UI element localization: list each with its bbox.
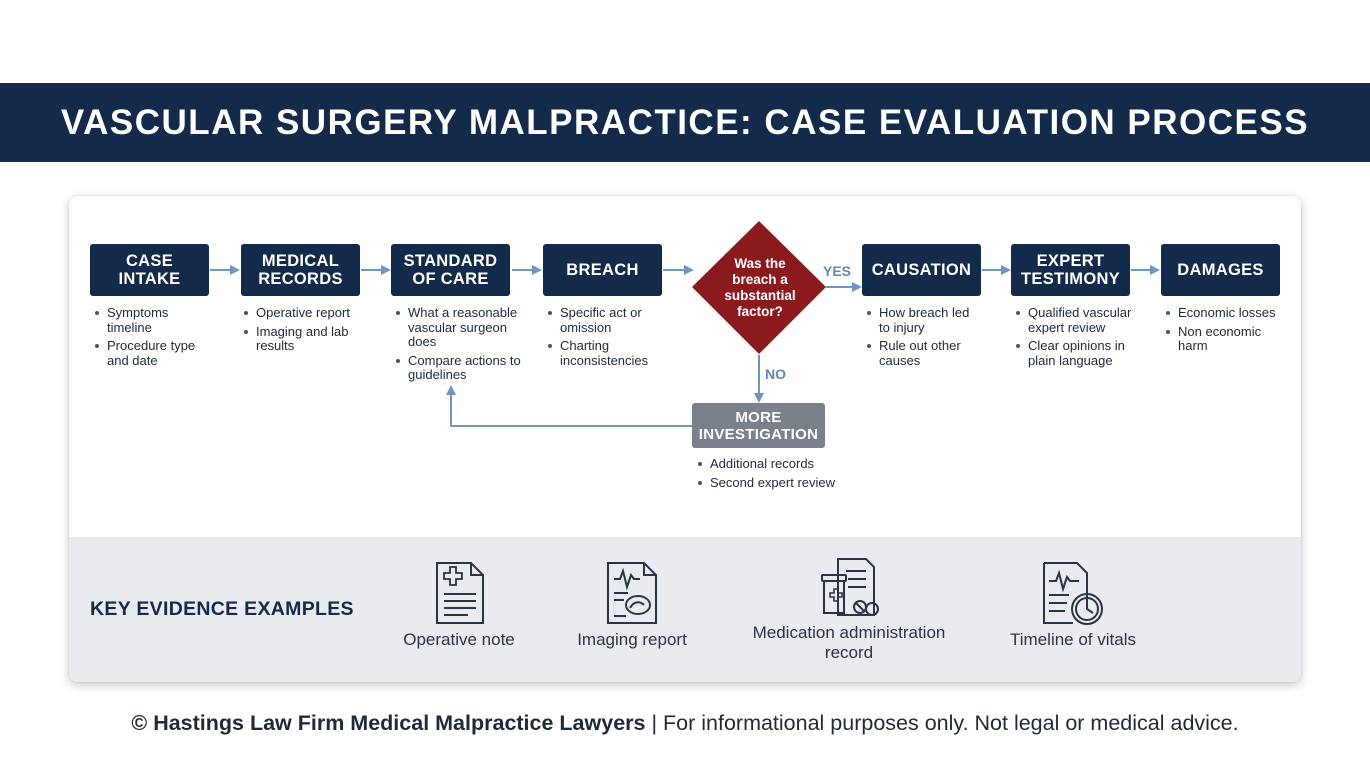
list-item: How breach led to injury <box>866 305 981 335</box>
medication-record-icon <box>821 558 879 616</box>
damages-bullets: Economic losses Non economic harm <box>1165 305 1290 358</box>
breach-bullets: Specific act or omission Charting incons… <box>547 305 662 372</box>
more-investigation-bullets: Additional records Second expert review <box>697 456 837 494</box>
list-item: Non economic harm <box>1165 324 1290 354</box>
medical-records-bullets: Operative report Imaging and lab results <box>243 305 368 358</box>
case-intake-bullets: Symptoms timeline Procedure type and dat… <box>94 305 209 372</box>
list-item: Operative report <box>243 305 368 321</box>
step-case-intake: CASE INTAKE <box>90 244 209 296</box>
list-item: Rule out other causes <box>866 338 981 368</box>
imaging-report-icon <box>607 562 657 624</box>
step-causation: CAUSATION <box>862 244 981 296</box>
list-item: Imaging and lab results <box>243 324 368 354</box>
list-item: What a reasonable vascular surgeon does <box>395 305 535 350</box>
document-medical-cross-icon <box>436 562 484 624</box>
step-breach: BREACH <box>543 244 662 296</box>
list-item: Economic losses <box>1165 305 1290 321</box>
list-item: Additional records <box>697 456 837 472</box>
decision-question: Was the breach a substantial factor? <box>724 256 796 319</box>
evidence-label-imaging-report: Imaging report <box>577 630 687 649</box>
step-expert-testimony: EXPERT TESTIMONY <box>1011 244 1130 296</box>
list-item: Specific act or omission <box>547 305 662 335</box>
footer-firm-name: © Hastings Law Firm Medical Malpractice … <box>131 711 646 735</box>
step-damages: DAMAGES <box>1161 244 1280 296</box>
step-medical-records: MEDICAL RECORDS <box>241 244 360 296</box>
vitals-timeline-clock-icon <box>1043 562 1103 625</box>
list-item: Second expert review <box>697 475 837 491</box>
arrow-loop-back <box>446 385 692 427</box>
no-label: NO <box>765 366 786 382</box>
decision-diamond <box>692 221 826 354</box>
list-item: Qualified vascular expert review <box>1015 305 1145 335</box>
evidence-section <box>69 537 1301 682</box>
step-standard-of-care: STANDARD OF CARE <box>391 244 510 296</box>
evidence-title: KEY EVIDENCE EXAMPLES <box>90 598 354 620</box>
evidence-label-timeline-of-vitals: Timeline of vitals <box>1010 630 1136 649</box>
evidence-label-medication-record: Medication administration record <box>752 623 946 662</box>
title-banner: VASCULAR SURGERY MALPRACTICE: CASE EVALU… <box>0 83 1370 162</box>
expert-testimony-bullets: Qualified vascular expert review Clear o… <box>1015 305 1145 372</box>
list-item: Charting inconsistencies <box>547 338 662 368</box>
list-item: Compare actions to guidelines <box>395 353 535 383</box>
list-item: Symptoms timeline <box>94 305 209 335</box>
yes-label: YES <box>823 263 852 279</box>
more-investigation-box: MORE INVESTIGATION <box>692 403 825 448</box>
evidence-label-operative-note: Operative note <box>403 630 515 649</box>
causation-bullets: How breach led to injury Rule out other … <box>866 305 981 372</box>
footer-disclaimer: © Hastings Law Firm Medical Malpractice … <box>0 711 1370 736</box>
footer-disclaimer-text: | For informational purposes only. Not l… <box>645 711 1239 735</box>
page-title: VASCULAR SURGERY MALPRACTICE: CASE EVALU… <box>60 102 1310 142</box>
standard-of-care-bullets: What a reasonable vascular surgeon does … <box>395 305 535 387</box>
list-item: Clear opinions in plain language <box>1015 338 1145 368</box>
list-item: Procedure type and date <box>94 338 209 368</box>
